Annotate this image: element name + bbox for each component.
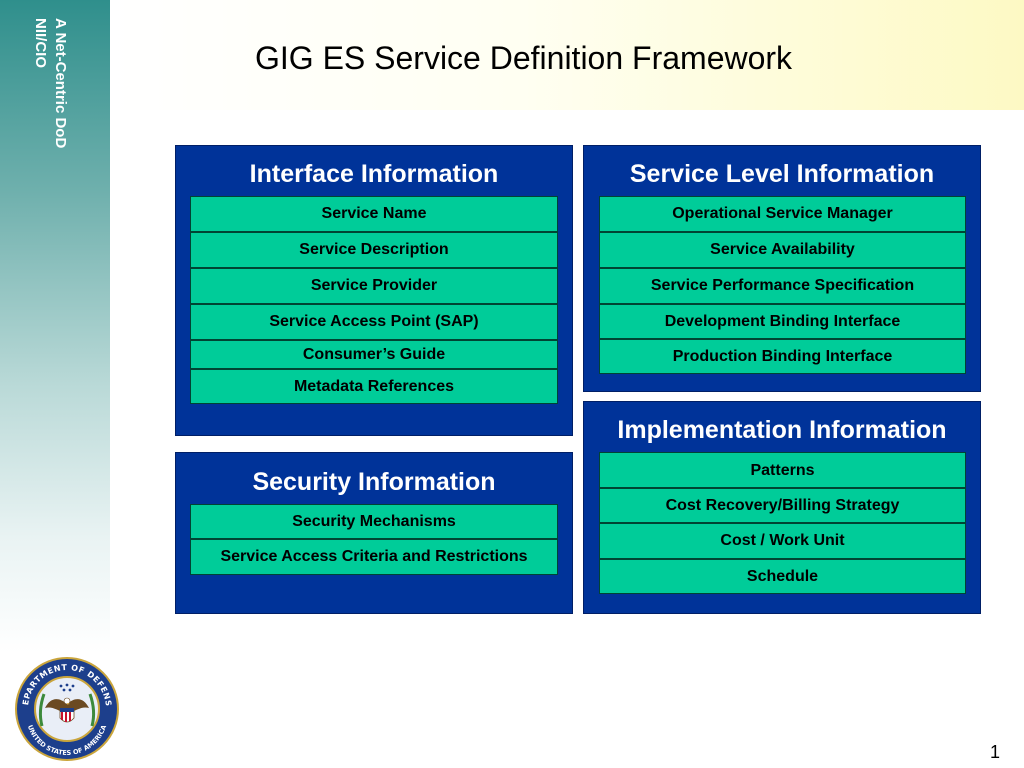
service-level-information-panel: Service Level Information Operational Se… [583, 145, 981, 392]
list-item: Service Availability [599, 232, 966, 268]
sidebar-caption: A Net-Centric DoD NII/CIO [30, 18, 70, 148]
list-item: Patterns [599, 452, 966, 488]
security-information-panel: Security Information Security Mechanisms… [175, 452, 573, 614]
list-item: Service Access Criteria and Restrictions [190, 539, 558, 575]
list-item: Security Mechanisms [190, 504, 558, 539]
panel-title: Service Level Information [629, 160, 935, 188]
list-item: Production Binding Interface [599, 339, 966, 374]
sidebar: A Net-Centric DoD NII/CIO [0, 0, 110, 768]
list-item: Service Description [190, 232, 558, 268]
list-item: Schedule [599, 559, 966, 594]
list-item: Cost / Work Unit [599, 523, 966, 559]
panel-title: Interface Information [249, 160, 499, 188]
sidebar-line-1: A Net-Centric DoD [52, 18, 69, 149]
list-item: Metadata References [190, 369, 558, 404]
header-band [110, 0, 1024, 110]
list-item: Consumer’s Guide [190, 340, 558, 369]
panel-title: Implementation Information [617, 416, 947, 444]
list-item: Development Binding Interface [599, 304, 966, 339]
slide-title: GIG ES Service Definition Framework [255, 40, 793, 76]
department-of-defense-seal-icon: DEPARTMENT OF DEFENSE UNITED STATES OF A… [14, 656, 119, 761]
page-number: 1 [989, 742, 1000, 762]
sidebar-line-2: NII/CIO [32, 18, 49, 69]
list-item: Operational Service Manager [599, 196, 966, 232]
interface-information-panel: Interface Information Service Name Servi… [175, 145, 573, 436]
list-item: Service Name [190, 196, 558, 232]
implementation-information-panel: Implementation Information Patterns Cost… [583, 401, 981, 614]
list-item: Cost Recovery/Billing Strategy [599, 488, 966, 523]
list-item: Service Performance Specification [599, 268, 966, 304]
list-item: Service Access Point (SAP) [190, 304, 558, 340]
panel-title: Security Information [252, 468, 496, 496]
list-item: Service Provider [190, 268, 558, 304]
